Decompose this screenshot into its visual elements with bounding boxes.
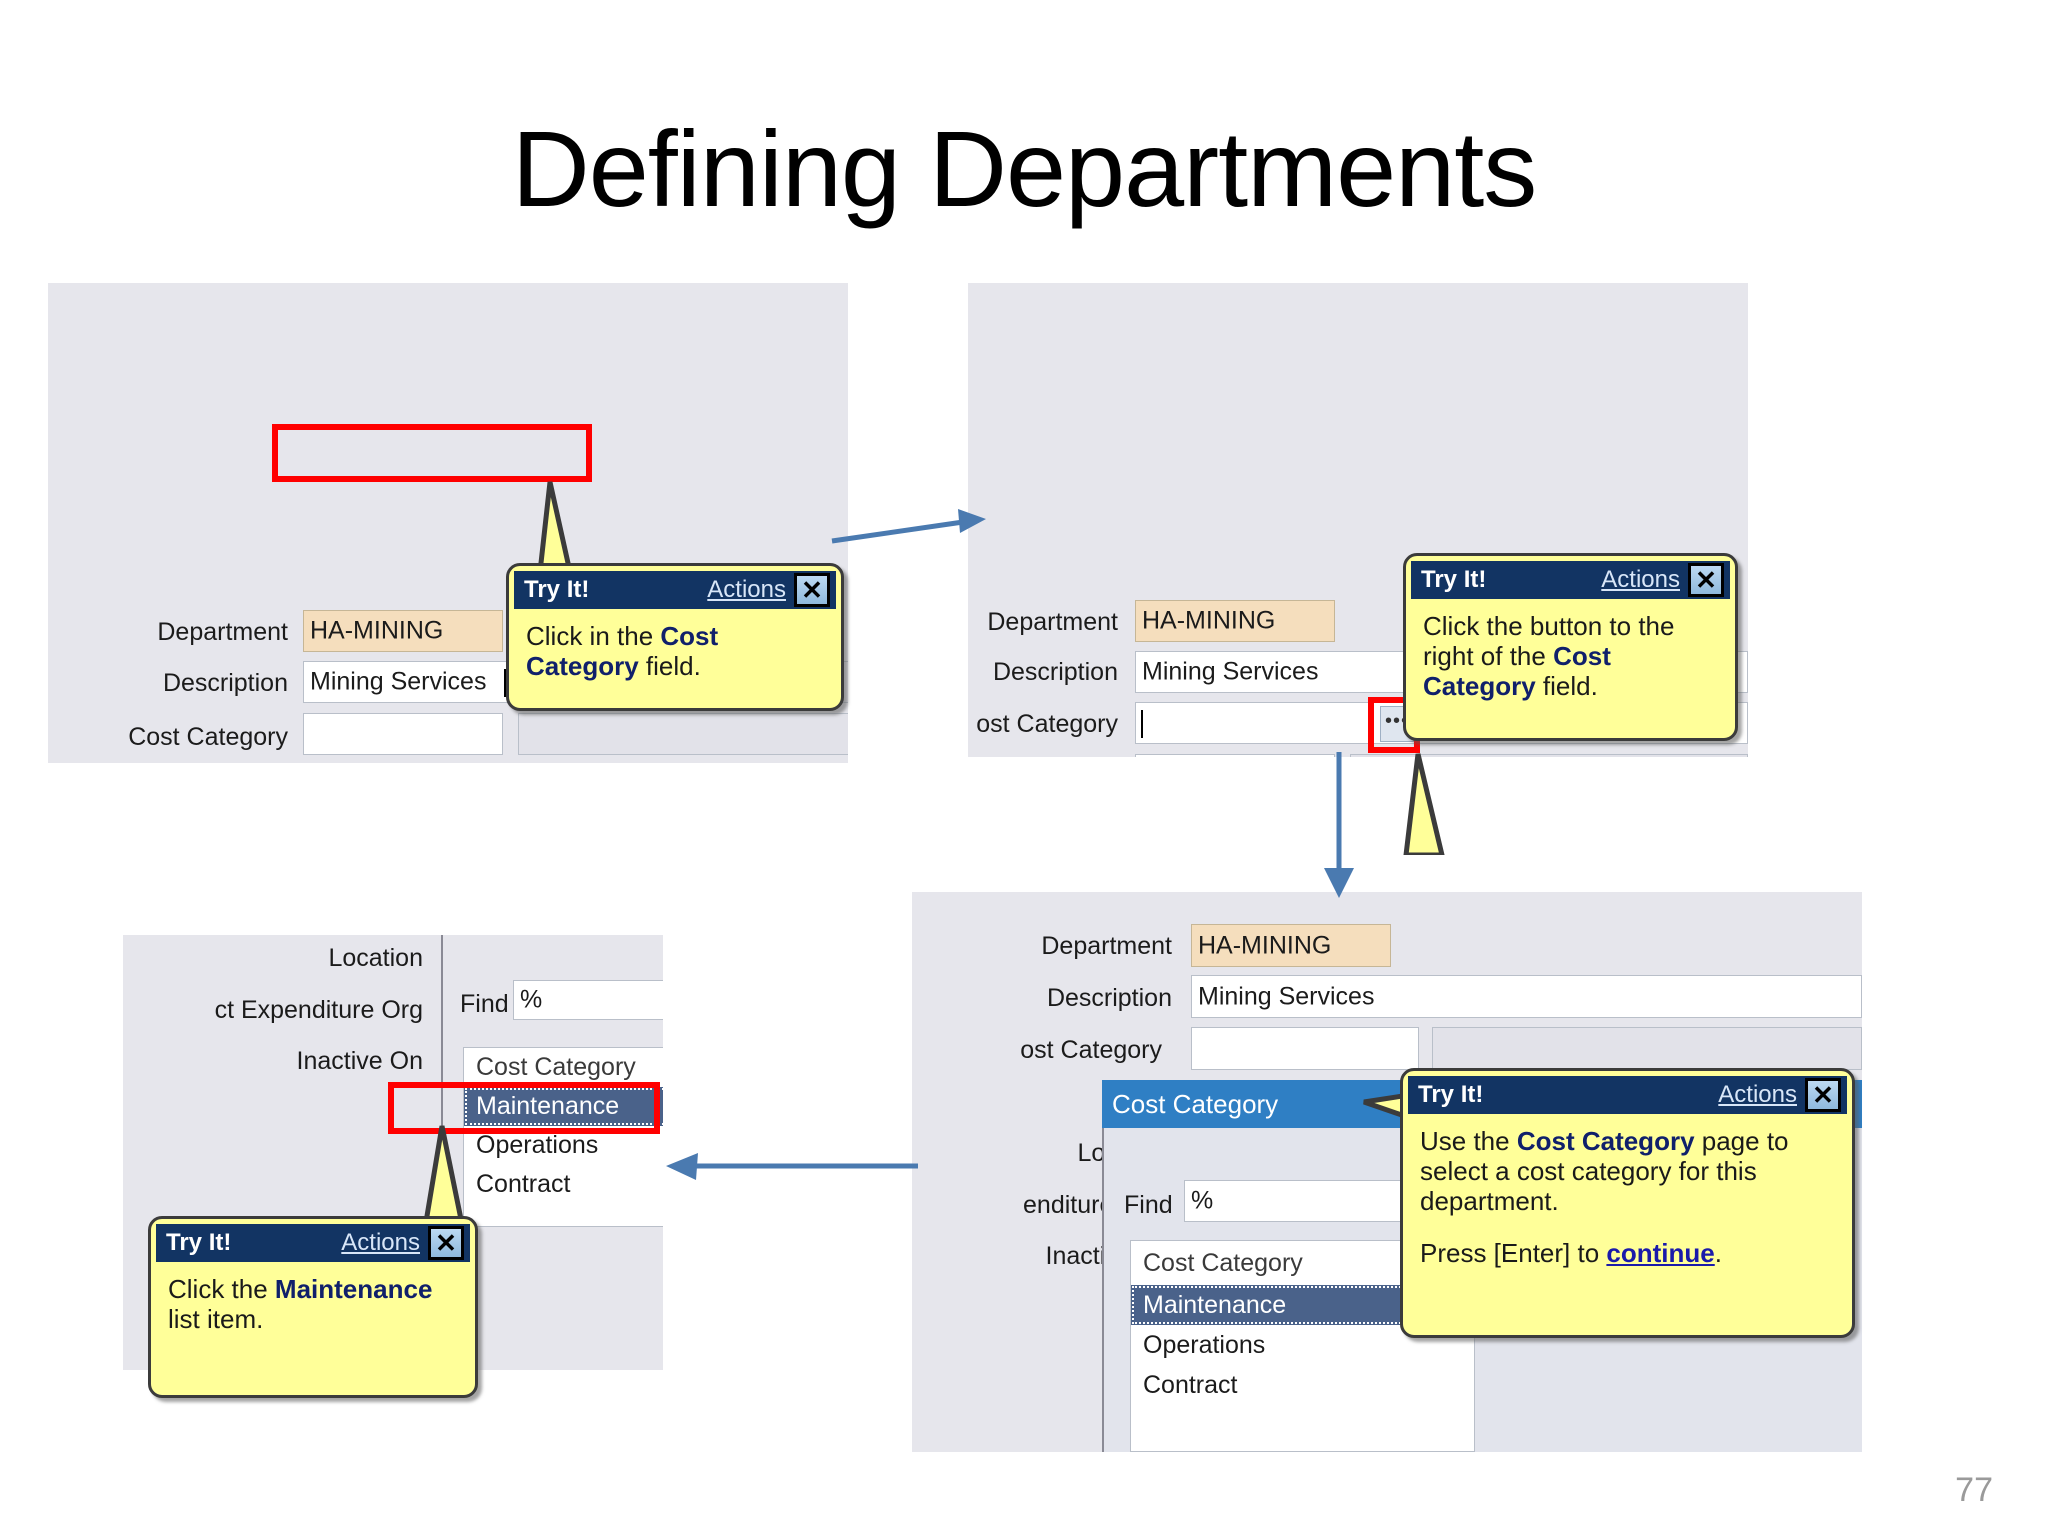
tooltip-3-text-bold: Maintenance xyxy=(274,1274,433,1304)
tooltip-3-text-lead: Click the xyxy=(168,1274,275,1304)
tooltip-2-actions-link[interactable]: Actions xyxy=(1601,566,1680,593)
continue-link[interactable]: continue xyxy=(1606,1238,1715,1269)
page-number: 77 xyxy=(1955,1471,1993,1509)
callout-tail-2 xyxy=(1403,753,1445,855)
label-department: Department xyxy=(1041,932,1172,960)
tooltip-3-actions-link[interactable]: Actions xyxy=(341,1229,420,1256)
list-item[interactable]: Operations xyxy=(1143,1331,1266,1359)
label-department: Department xyxy=(157,618,288,646)
label-description: Description xyxy=(162,669,288,697)
tooltip-2-title: Try It! xyxy=(1421,566,1487,593)
label-location: Location xyxy=(328,944,423,972)
field-cost-category[interactable] xyxy=(303,713,503,755)
field-find-value: % xyxy=(520,985,543,1014)
field-description-value: Mining Services xyxy=(1198,982,1375,1010)
tooltip-4-line1-lead: Use the xyxy=(1420,1126,1517,1156)
field-class-extra xyxy=(1350,754,1748,757)
tooltip-4-line1-bold: Cost Category xyxy=(1516,1126,1695,1156)
tooltip-2-body: Click the button to the right of the Cos… xyxy=(1411,599,1730,709)
tooltip-callout-2: Try It! Actions ✕ Click the button to th… xyxy=(1403,553,1738,741)
field-cost-category-extra xyxy=(518,713,848,755)
field-department[interactable]: HA-MINING xyxy=(303,610,503,652)
label-expenditure-org: ct Expenditure Org xyxy=(214,996,423,1024)
tooltip-4-line2-lead: Press [Enter] to xyxy=(1420,1238,1607,1269)
tooltip-1-body: Click in the Cost Category field. xyxy=(514,609,836,689)
field-description-value: Mining Services xyxy=(1142,657,1319,686)
label-cost-category: ost Category xyxy=(976,710,1118,738)
list-item[interactable]: Operations xyxy=(476,1131,599,1159)
cost-category-listbox[interactable]: Cost Category Maintenance Operations Con… xyxy=(1130,1240,1475,1452)
tooltip-2-text-lead: Click the button to the right of the xyxy=(1423,611,1675,672)
close-icon[interactable]: ✕ xyxy=(794,573,830,607)
close-icon[interactable]: ✕ xyxy=(1805,1078,1841,1112)
tooltip-1-actions-link[interactable]: Actions xyxy=(707,576,786,603)
list-header: Cost Category xyxy=(1143,1249,1303,1277)
tooltip-2-titlebar: Try It! Actions ✕ xyxy=(1411,561,1730,599)
tooltip-3-body: Click the Maintenance list item. xyxy=(156,1262,470,1342)
connector-arrow-2-to-4 xyxy=(1324,752,1354,898)
connector-arrow-4-to-3 xyxy=(666,1153,918,1180)
list-item[interactable]: Maintenance xyxy=(464,1087,663,1126)
field-find[interactable]: % xyxy=(513,980,663,1020)
label-description: Description xyxy=(992,658,1118,686)
label-inactive-on: Inactive On xyxy=(296,1047,423,1075)
field-department[interactable]: HA-MINING xyxy=(1135,600,1335,642)
field-department-value: HA-MINING xyxy=(1198,931,1332,959)
field-find-value: % xyxy=(1191,1186,1214,1215)
label-cost-category: ost Category xyxy=(1020,1036,1162,1064)
tooltip-1-text-tail: field. xyxy=(638,651,701,682)
tooltip-4-titlebar: Try It! Actions ✕ xyxy=(1408,1076,1847,1114)
text-caret xyxy=(504,669,506,697)
tooltip-1-title: Try It! xyxy=(524,576,590,603)
field-department[interactable]: HA-MINING xyxy=(1191,924,1391,967)
tooltip-4-body: Use the Cost Category page to select a c… xyxy=(1408,1114,1847,1277)
tooltip-callout-1: Try It! Actions ✕ Click in the Cost Cate… xyxy=(506,563,844,711)
tooltip-3-title: Try It! xyxy=(166,1229,232,1256)
list-item[interactable]: Contract xyxy=(1143,1371,1238,1399)
tooltip-1-titlebar: Try It! Actions ✕ xyxy=(514,571,836,609)
list-header: Cost Category xyxy=(476,1053,636,1081)
label-department: Department xyxy=(987,608,1118,636)
close-icon[interactable]: ✕ xyxy=(428,1226,464,1260)
tooltip-4-actions-link[interactable]: Actions xyxy=(1718,1081,1797,1108)
text-caret xyxy=(1141,710,1143,738)
tooltip-2-text-tail: field. xyxy=(1535,671,1598,702)
field-cost-category-extra xyxy=(1432,1027,1862,1070)
close-icon[interactable]: ✕ xyxy=(1688,563,1724,597)
label-description: Description xyxy=(1046,984,1172,1012)
field-description[interactable]: Mining Services xyxy=(1191,975,1862,1018)
field-cost-category[interactable] xyxy=(1191,1027,1419,1070)
label-find: Find xyxy=(1124,1191,1173,1219)
field-description-value: Mining Services xyxy=(310,667,487,696)
tooltip-3-text-tail: list item. xyxy=(168,1304,264,1335)
page-title: Defining Departments xyxy=(511,108,1538,229)
label-cost-category: Cost Category xyxy=(128,723,288,751)
tooltip-4-line2-tail: . xyxy=(1714,1238,1722,1269)
tooltip-2-text-bold: Cost Category xyxy=(1423,641,1611,702)
tooltip-callout-3: Try It! Actions ✕ Click the Maintenance … xyxy=(148,1216,478,1398)
cost-category-listbox[interactable]: Cost Category Maintenance Operations Con… xyxy=(463,1047,663,1227)
field-department-value: HA-MINING xyxy=(310,616,444,645)
tooltip-1-text-bold: Cost Category xyxy=(526,621,719,682)
field-department-value: HA-MINING xyxy=(1142,606,1276,635)
tooltip-3-titlebar: Try It! Actions ✕ xyxy=(156,1224,470,1262)
connector-arrow-1-to-2 xyxy=(831,509,986,544)
tooltip-4-title: Try It! xyxy=(1418,1081,1484,1108)
callout-tail-3 xyxy=(421,1125,467,1234)
tooltip-4-line1-tail: page to select a cost category for this … xyxy=(1420,1126,1789,1217)
tooltip-callout-4: Try It! Actions ✕ Use the Cost Category … xyxy=(1400,1068,1855,1338)
field-class[interactable] xyxy=(1135,754,1335,757)
label-find: Find xyxy=(460,990,509,1018)
list-item[interactable]: Contract xyxy=(476,1170,571,1198)
tooltip-1-text-lead: Click in the xyxy=(526,621,661,651)
